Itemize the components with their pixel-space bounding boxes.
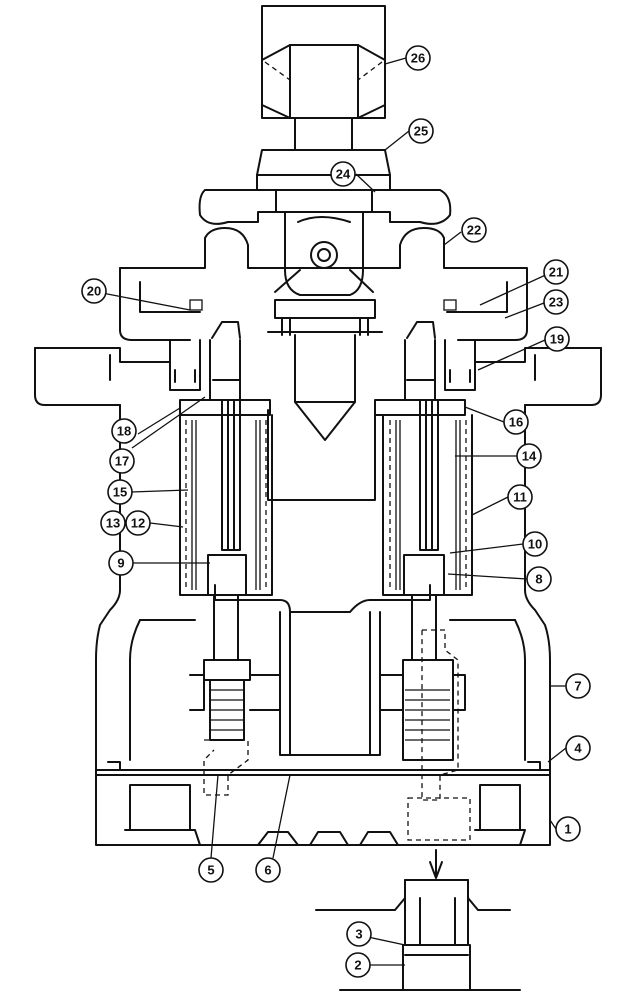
right-plunger-assembly <box>374 299 476 841</box>
callout-label: 14 <box>522 449 537 464</box>
callout-18: 18 <box>111 418 137 444</box>
callout-14: 14 <box>516 443 542 469</box>
callout-1: 1 <box>555 816 581 842</box>
callout-label: 11 <box>513 490 527 505</box>
detail-inset <box>315 849 521 991</box>
callout-label: 22 <box>467 223 481 238</box>
callout-3: 3 <box>346 921 372 947</box>
inner-cavity <box>214 409 431 756</box>
callout-12: 12 <box>125 510 151 536</box>
callout-16: 16 <box>503 409 529 435</box>
callout-label: 19 <box>550 332 564 347</box>
housing <box>95 404 551 771</box>
upper-body <box>119 227 528 341</box>
callout-17: 17 <box>109 448 135 474</box>
callout-15: 15 <box>107 479 133 505</box>
callout-20: 20 <box>81 278 107 304</box>
callout-13: 13 <box>100 510 126 536</box>
callout-9: 9 <box>108 550 134 576</box>
callout-label: 4 <box>574 741 582 756</box>
callout-label: 10 <box>528 537 542 552</box>
side-passages <box>189 674 466 711</box>
universal-joint <box>274 211 374 296</box>
callout-label: 2 <box>354 958 361 973</box>
callout-21: 21 <box>543 259 569 285</box>
lever-nut <box>261 5 386 151</box>
callout-23: 23 <box>543 289 569 315</box>
callout-19: 19 <box>544 326 570 352</box>
callout-label: 12 <box>131 516 145 531</box>
callout-24: 24 <box>330 161 356 187</box>
boot-collar <box>256 149 391 176</box>
callout-11: 11 <box>507 484 533 510</box>
callout-label: 3 <box>355 927 362 942</box>
callout-label: 7 <box>574 679 581 694</box>
callout-26: 26 <box>405 45 431 71</box>
callout-label: 21 <box>549 265 563 280</box>
leader-lines <box>96 57 567 966</box>
callout-label: 1 <box>564 822 571 837</box>
cam-plate <box>198 174 452 225</box>
callout-6: 6 <box>255 857 281 883</box>
base-plate <box>95 761 551 846</box>
callout-label: 20 <box>87 284 101 299</box>
callout-label: 15 <box>113 485 127 500</box>
callout-label: 8 <box>535 572 542 587</box>
callout-label: 26 <box>411 51 425 66</box>
callout-22: 22 <box>461 217 487 243</box>
callout-label: 25 <box>414 124 428 139</box>
callout-label: 17 <box>115 454 129 469</box>
callout-label: 16 <box>509 415 523 430</box>
callout-4: 4 <box>565 735 591 761</box>
callout-8: 8 <box>526 566 552 592</box>
callout-7: 7 <box>565 673 591 699</box>
left-plunger-assembly <box>169 299 273 796</box>
callout-label: 9 <box>117 556 124 571</box>
callout-25: 25 <box>408 118 434 144</box>
side-ears <box>34 347 602 406</box>
callout-5: 5 <box>198 857 224 883</box>
callout-label: 18 <box>117 424 131 439</box>
callout-label: 23 <box>549 295 563 310</box>
callout-label: 24 <box>336 167 351 182</box>
central-stem <box>267 299 383 441</box>
callout-label: 5 <box>207 863 214 878</box>
callout-10: 10 <box>522 531 548 557</box>
callout-label: 13 <box>106 516 120 531</box>
callout-label: 6 <box>264 863 271 878</box>
callout-2: 2 <box>345 952 371 978</box>
